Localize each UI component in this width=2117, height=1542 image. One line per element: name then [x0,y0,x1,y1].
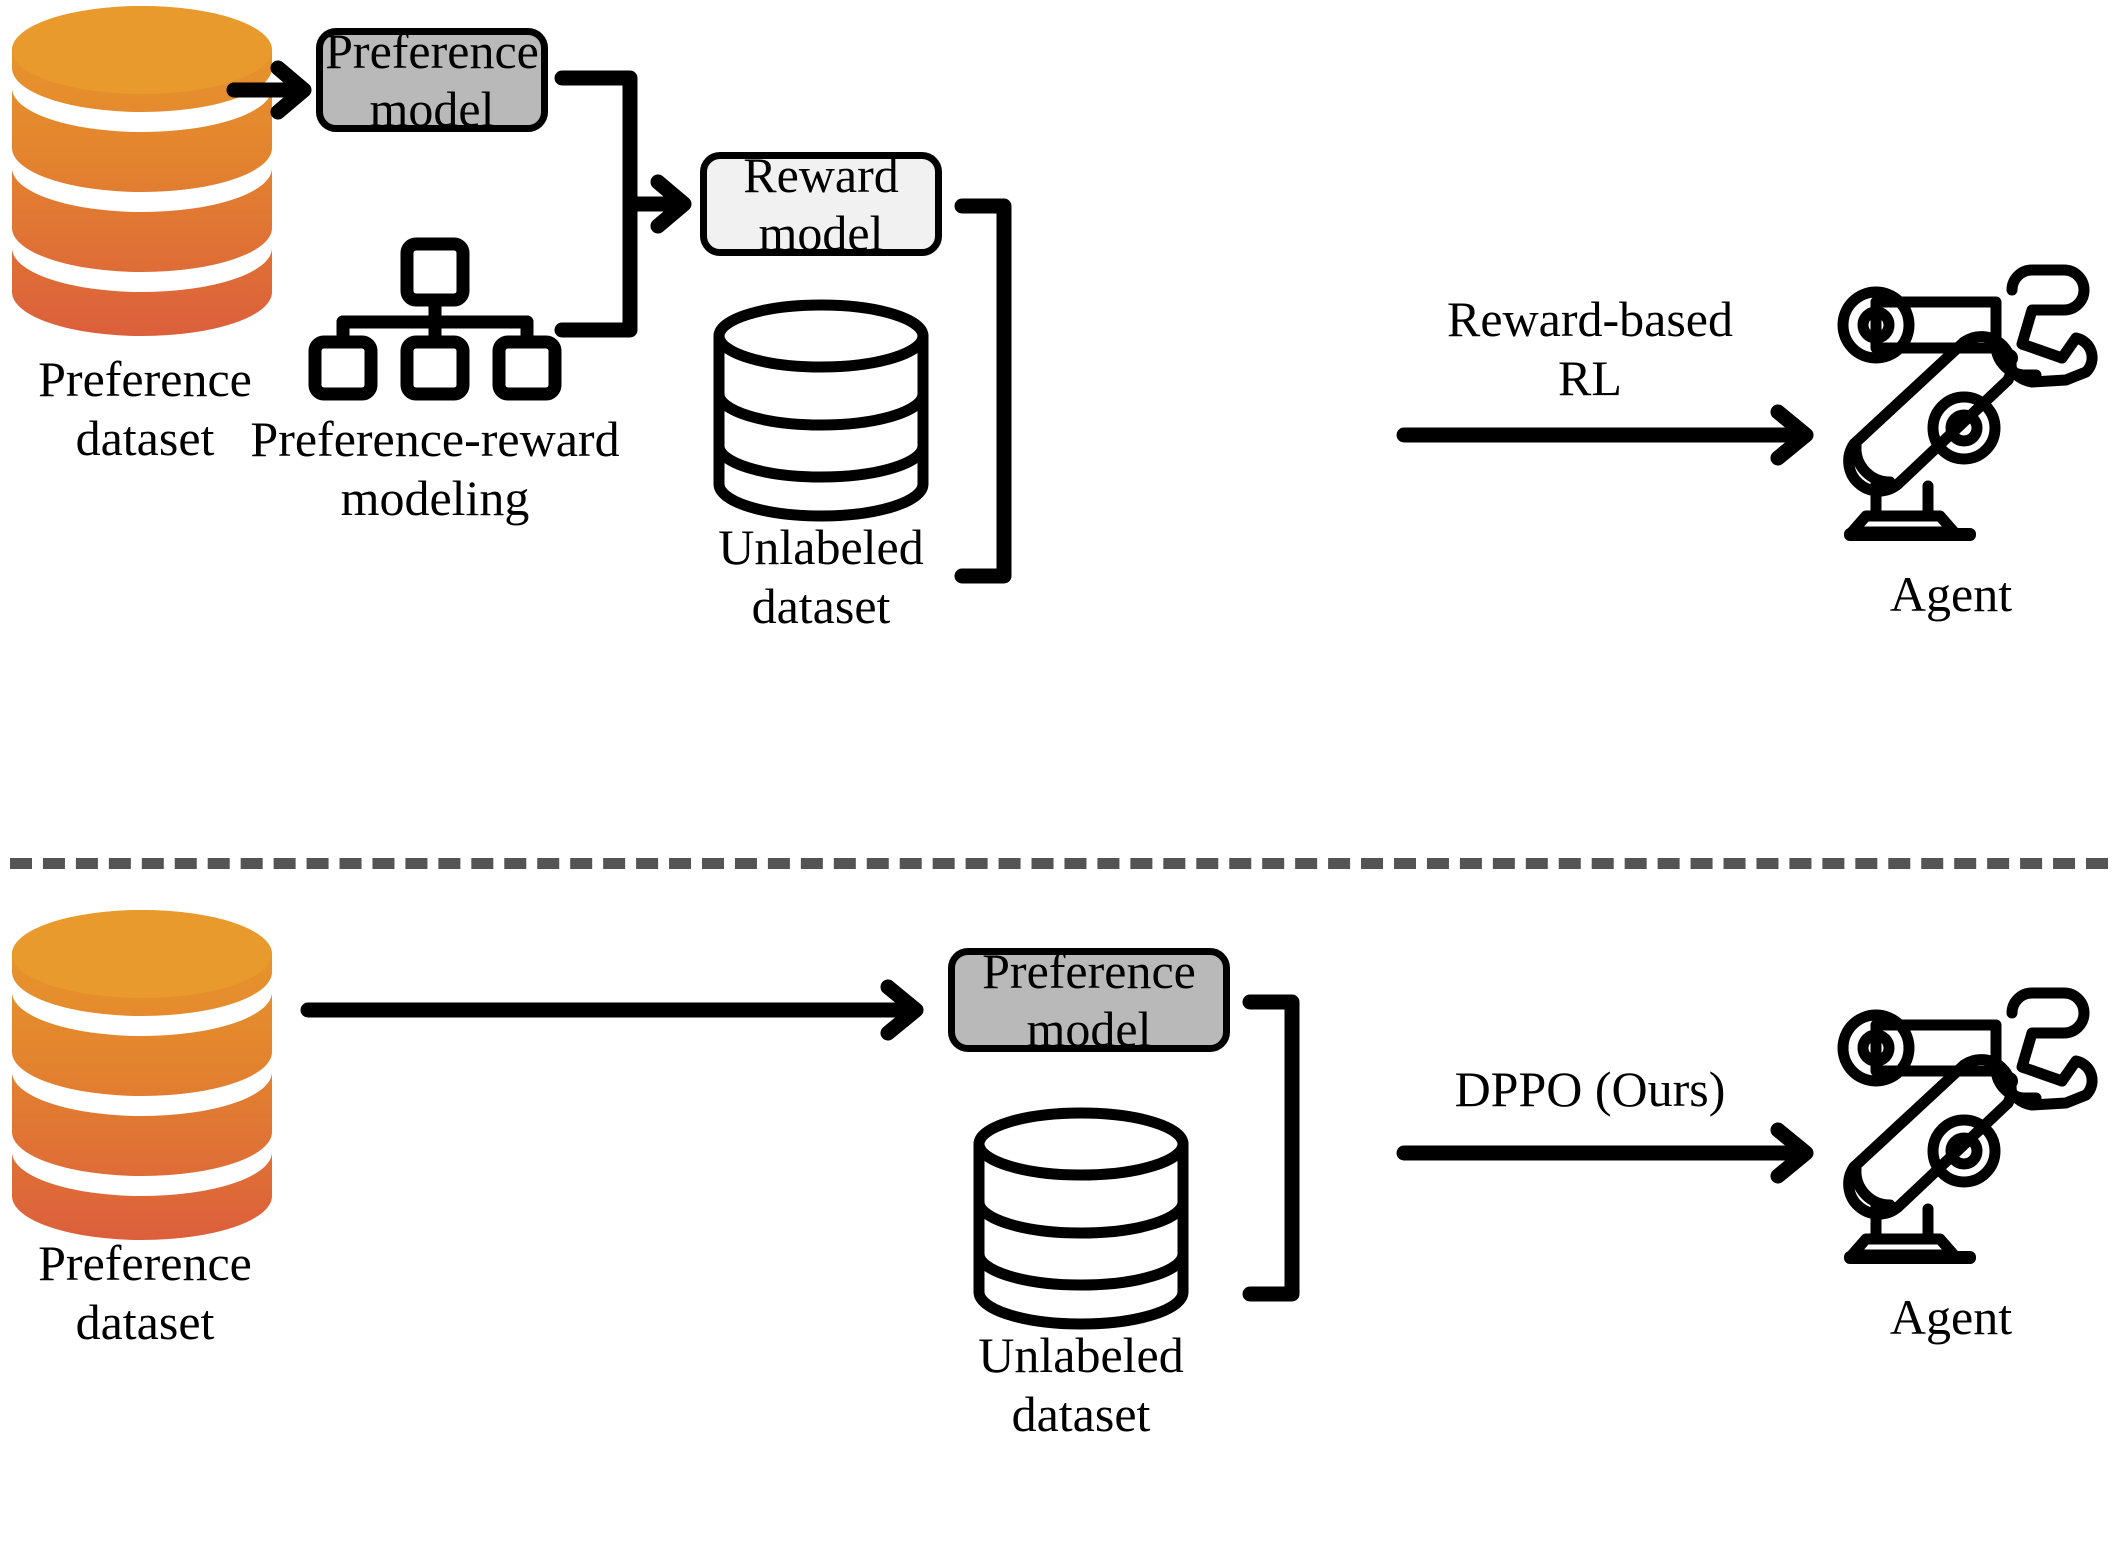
robot-arm-icon-top [1836,232,2098,541]
unlabeled-dataset-label-bottom: Unlabeled dataset [978,1327,1184,1442]
join-bracket-dppo-bottom [1236,982,1316,1378]
unlabeled-dataset-label-top: Unlabeled dataset [718,519,924,634]
preference-model-box-bottom[interactable]: Preference model [948,943,1230,1057]
reward-model-box[interactable]: Reward model [700,147,942,261]
preference-dataset-orange-cylinder-bottom [8,910,276,1240]
preference-reward-modeling-label: Preference-reward modeling [250,411,620,526]
arrow-dataset-to-preference-model-bottom [300,975,940,1045]
preference-dataset-orange-cylinder-top [8,6,276,336]
merge-bracket-to-reward-model [548,62,708,362]
robot-arm-icon-bottom [1836,955,2098,1264]
unlabeled-dataset-cylinder-top [712,299,930,522]
agent-label-top: Agent [1889,566,2013,622]
hierarchy-tree-icon [308,237,562,401]
unlabeled-dataset-cylinder-bottom [972,1107,1190,1330]
reward-based-rl-label: Reward-based RL [1447,291,1733,406]
section-divider [10,858,2108,869]
arrow-dppo-to-agent [1396,1118,1826,1188]
preference-dataset-label-top: Preference dataset [38,351,252,466]
preference-dataset-label-bottom: Preference dataset [38,1235,252,1350]
join-bracket-reward-top [948,186,1028,584]
dppo-label: DPPO (Ours) [1454,1061,1726,1117]
agent-label-bottom: Agent [1889,1289,2013,1345]
preference-model-box-top[interactable]: Preference model [316,23,548,137]
arrow-reward-rl-to-agent [1396,400,1826,470]
arrow-dataset-to-preference-model-top [226,60,318,120]
